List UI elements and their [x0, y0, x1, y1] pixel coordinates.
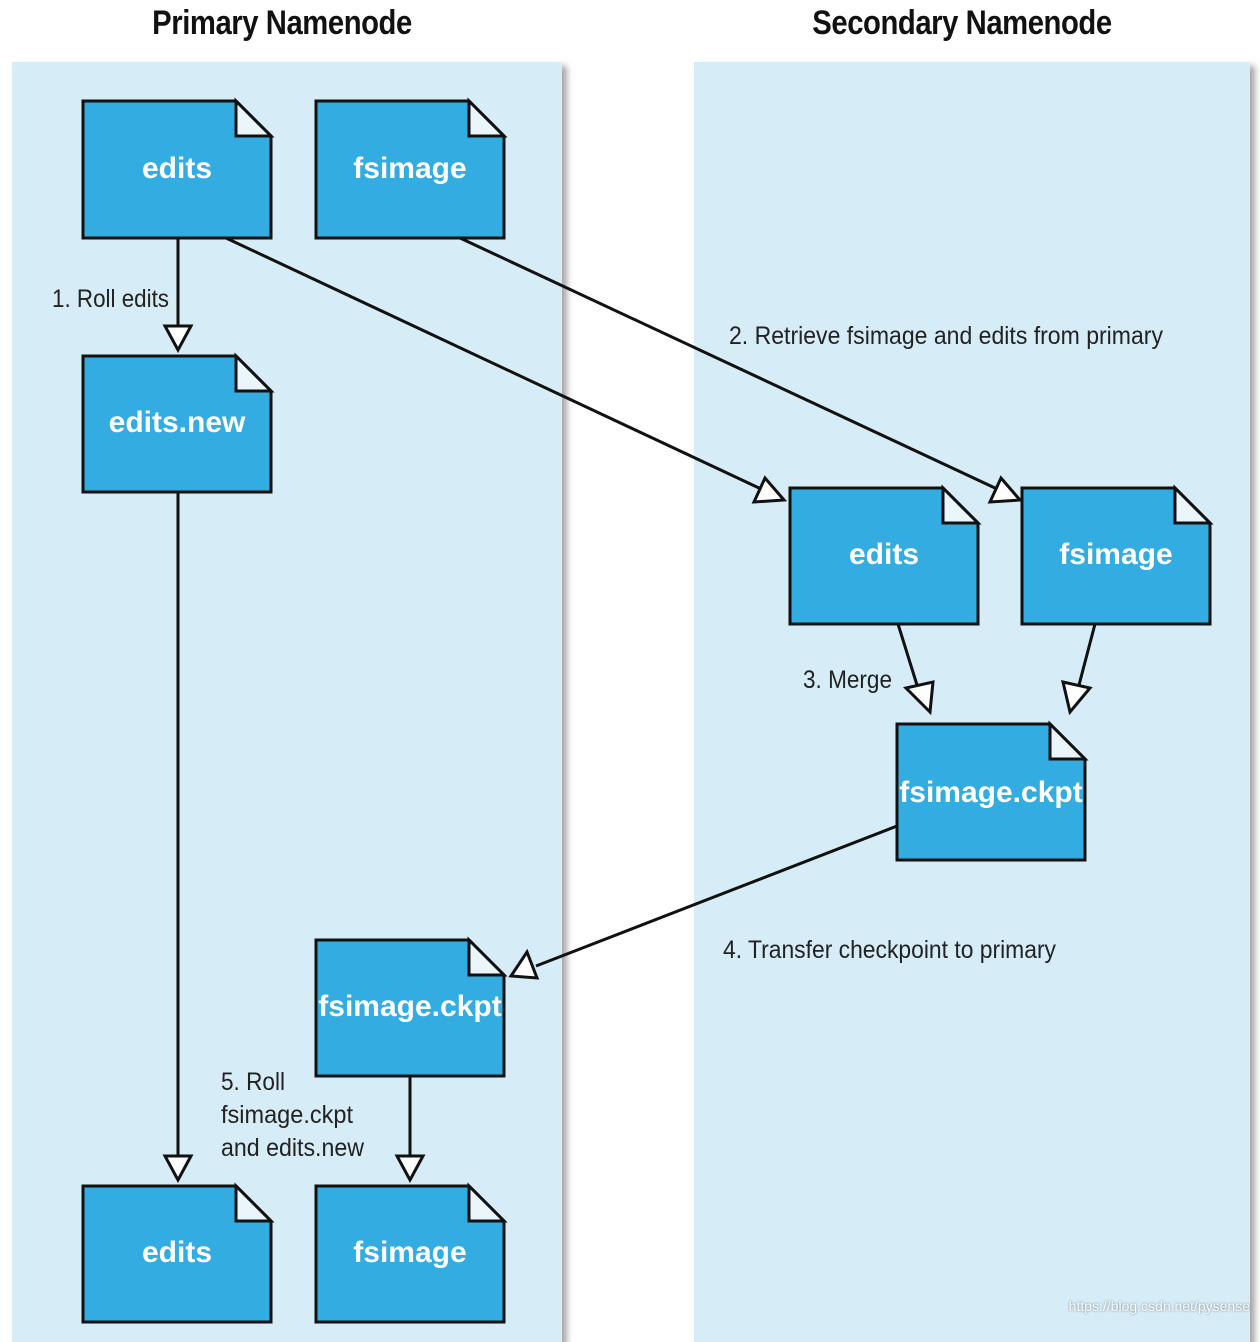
- step5-label-line3: and edits.new: [221, 1134, 365, 1162]
- file-secondary-fsimage: fsimage: [1020, 484, 1214, 626]
- file-primary-edits: edits: [81, 97, 275, 240]
- file-label: fsimage.ckpt: [899, 776, 1082, 809]
- watermark-text: https://blog.csdn.net/pysense: [1068, 1298, 1250, 1314]
- step4-label: 4. Transfer checkpoint to primary: [723, 936, 1056, 964]
- secondary-namenode-title: Secondary Namenode: [812, 4, 1112, 42]
- step3-label: 3. Merge: [803, 666, 892, 694]
- arrow-roll-edits: [162, 238, 194, 354]
- file-label: edits: [142, 1236, 212, 1269]
- step5-label-line2: fsimage.ckpt: [221, 1101, 353, 1129]
- file-final-fsimage: fsimage: [314, 1182, 508, 1324]
- arrow-roll-edits-new: [162, 492, 194, 1184]
- step1-label: 1. Roll edits: [52, 285, 169, 313]
- file-final-edits: edits: [81, 1182, 275, 1324]
- primary-namenode-lane: [12, 62, 562, 1342]
- step2-label: 2. Retrieve fsimage and edits from prima…: [729, 322, 1163, 350]
- file-label: edits.new: [109, 406, 246, 439]
- file-primary-fsimage: fsimage: [314, 97, 508, 240]
- file-label: edits: [849, 538, 919, 571]
- file-label: fsimage.ckpt: [318, 990, 501, 1023]
- step5-label-line1: 5. Roll: [221, 1068, 285, 1096]
- arrow-retrieve-edits: [225, 236, 788, 504]
- file-secondary-edits: edits: [788, 484, 982, 626]
- file-primary-edits-new: edits.new: [81, 352, 275, 494]
- file-label: fsimage: [353, 1236, 466, 1269]
- arrow-merge-edits: [896, 623, 935, 716]
- arrow-retrieve-fsimage: [459, 236, 1024, 504]
- primary-namenode-title: Primary Namenode: [152, 4, 412, 42]
- arrow-roll-fsimage-ckpt: [394, 1076, 426, 1184]
- file-label: fsimage: [353, 152, 466, 185]
- file-label: fsimage: [1059, 538, 1172, 571]
- arrow-transfer-checkpoint: [508, 824, 898, 980]
- secondary-namenode-lane: [694, 62, 1250, 1342]
- arrow-merge-fsimage: [1060, 623, 1097, 716]
- file-label: edits: [142, 152, 212, 185]
- file-secondary-fsimage-ckpt: fsimage.ckpt: [895, 720, 1089, 862]
- file-primary-fsimage-ckpt: fsimage.ckpt: [314, 936, 508, 1078]
